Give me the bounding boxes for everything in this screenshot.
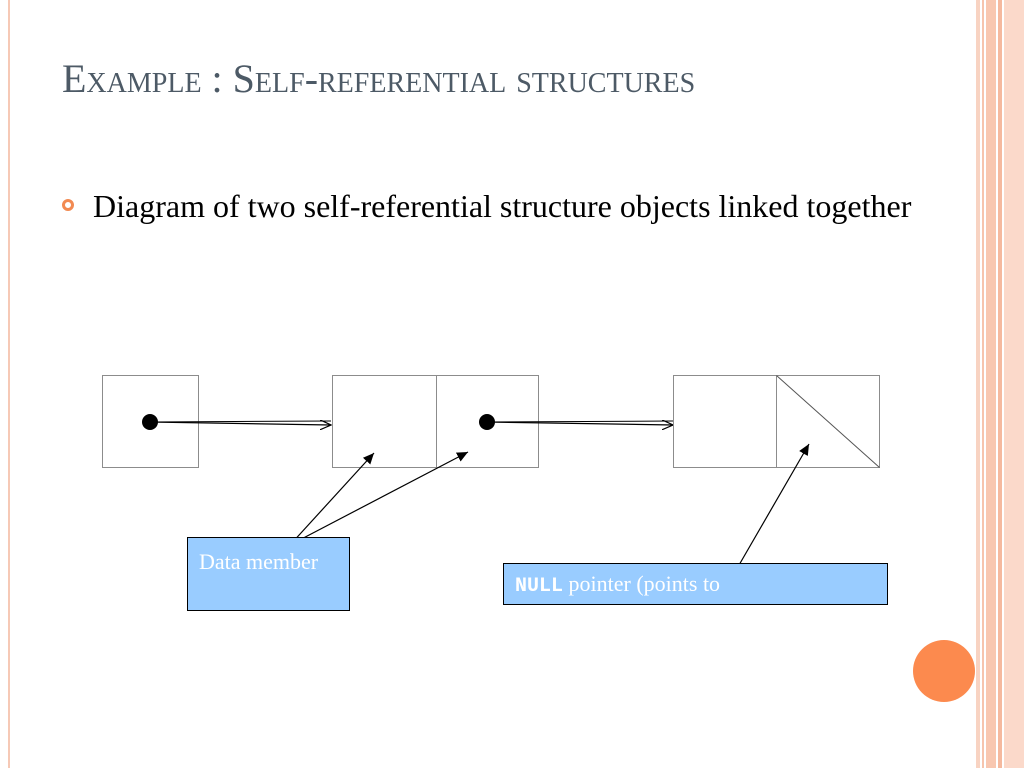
data-member-arrow-1 xyxy=(289,452,375,546)
left-border-rule xyxy=(8,0,10,768)
null-pointer-arrow xyxy=(734,443,810,573)
null-keyword: NULL xyxy=(515,575,564,598)
right-decorative-stripes xyxy=(976,0,1024,768)
null-pointer-text: pointer (points to xyxy=(563,571,721,596)
node-2-null-cell xyxy=(776,375,880,468)
node-1-data-cell xyxy=(332,375,437,468)
data-member-text: Data member xyxy=(199,549,319,574)
slide-title: Example : Self-referential structures xyxy=(62,56,696,101)
node-1-link-arrow xyxy=(486,422,673,425)
data-member-label: Data member xyxy=(187,537,350,611)
bullet-text: Diagram of two self-referential structur… xyxy=(93,188,912,224)
data-member-arrow-2 xyxy=(289,451,469,546)
head-pointer-arrow xyxy=(149,422,331,425)
bullet-ring-icon xyxy=(62,199,74,211)
null-pointer-label: NULL pointer (points to xyxy=(503,563,888,605)
node-2-data-cell xyxy=(673,375,777,468)
null-diagonal xyxy=(776,375,880,468)
decorative-orange-circle xyxy=(913,640,975,702)
